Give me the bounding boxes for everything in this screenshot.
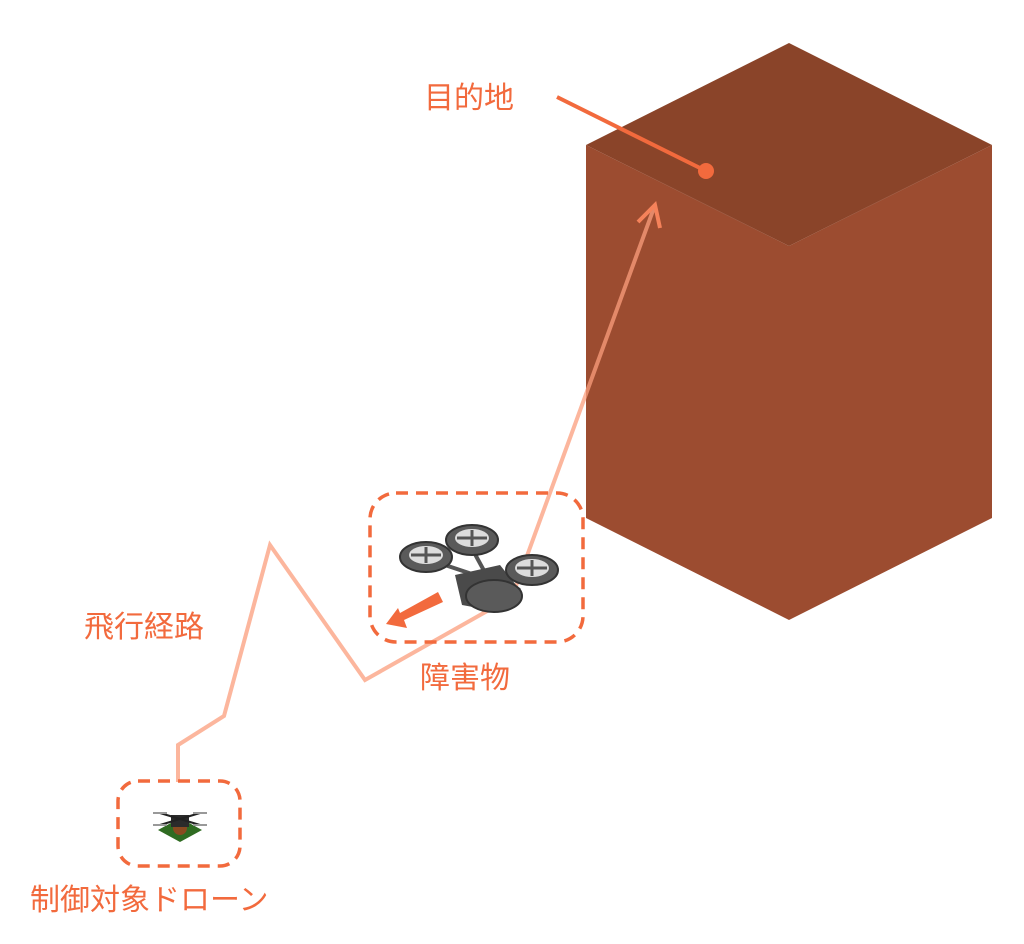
obstacle-drone-icon [399,524,559,613]
path-arrowhead-icon [636,200,662,229]
controlled-drone-icon [153,812,207,842]
obstacle-label: 障害物 [420,661,510,696]
destination-label: 目的地 [424,81,514,116]
destination-leader-line [556,95,707,173]
controlled-drone-highlight-box [116,779,242,868]
obstacle-highlight-box [368,491,585,644]
flight-path-label: 飛行経路 [84,610,204,645]
destination-building [586,43,992,620]
controlled-drone-label: 制御対象ドローン [30,883,269,918]
obstacle-motion-arrow-icon [386,592,443,628]
destination-point [698,163,714,179]
